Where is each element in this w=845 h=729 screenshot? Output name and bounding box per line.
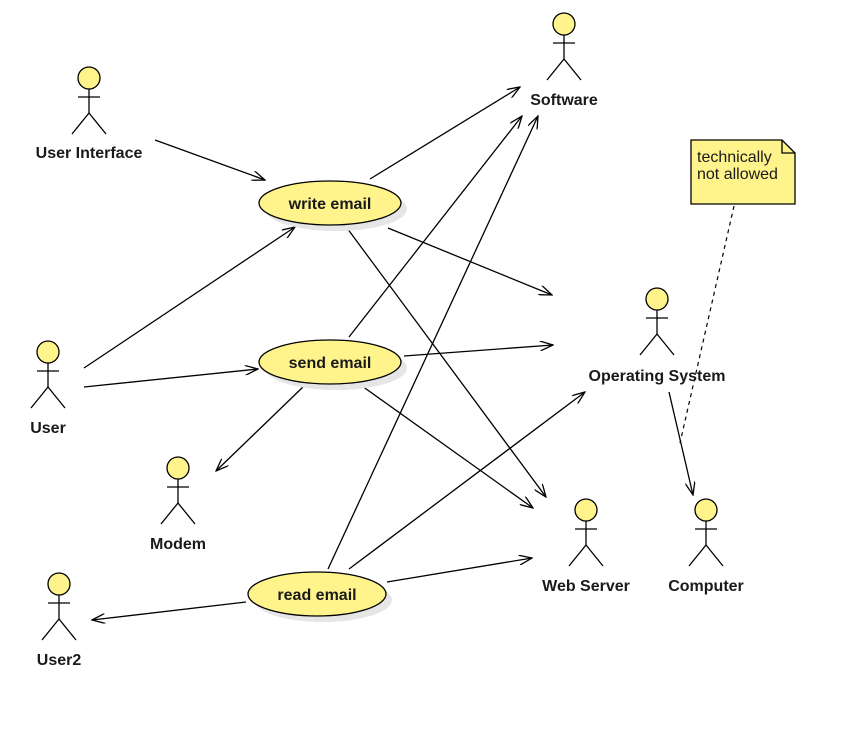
note-line-1: technically — [697, 149, 772, 166]
use-case-label: read email — [277, 587, 356, 604]
association-send-email-modem — [216, 385, 305, 471]
actor-head — [574, 498, 598, 522]
actor-user[interactable]: User — [30, 340, 66, 437]
actor-head — [36, 340, 60, 364]
actor-legs — [688, 543, 724, 567]
actor-legs — [160, 501, 196, 525]
actor-head — [47, 572, 71, 596]
actor-software[interactable]: Software — [530, 12, 598, 109]
use-case-write-email[interactable]: write email — [258, 180, 407, 231]
note-fold — [781, 140, 795, 154]
actor-modem[interactable]: Modem — [150, 456, 206, 553]
association-send-email-web-server — [361, 385, 533, 508]
use-case-read-email[interactable]: read email — [247, 571, 392, 622]
actor-legs — [546, 57, 582, 81]
association-user-send-email — [83, 369, 258, 388]
association-read-email-user2 — [92, 601, 247, 620]
association-read-email-software — [327, 116, 538, 570]
actor-label: User Interface — [36, 145, 143, 162]
use-case-send-email[interactable]: send email — [258, 339, 407, 390]
use-case-ellipse — [258, 180, 402, 226]
associations — [83, 87, 693, 620]
association-read-email-web-server — [386, 558, 532, 583]
actor-legs — [639, 332, 675, 356]
association-read-email-operating-system — [348, 392, 585, 570]
actor-label: User — [30, 420, 66, 437]
association-operating-system-computer — [668, 391, 693, 495]
use-case-label: write email — [288, 196, 372, 213]
actor-computer[interactable]: Computer — [668, 498, 744, 595]
actor-operating-system[interactable]: Operating System — [589, 287, 726, 385]
use-case-label: send email — [289, 355, 372, 372]
actor-label: Operating System — [589, 368, 726, 385]
association-write-email-web-server — [346, 227, 546, 497]
association-user-interface-write-email — [154, 139, 265, 180]
actor-label: Web Server — [542, 578, 630, 595]
use-case-ellipse — [247, 571, 387, 617]
use-case-ellipse — [258, 339, 402, 385]
actor-label: Software — [530, 92, 598, 109]
actor-head — [77, 66, 101, 90]
note-line-2: not allowed — [697, 166, 778, 183]
actor-label: User2 — [37, 652, 82, 669]
note[interactable]: technically not allowed — [690, 139, 796, 205]
association-send-email-operating-system — [403, 345, 553, 357]
actor-head — [645, 287, 669, 311]
actor-user2[interactable]: User2 — [37, 572, 82, 669]
association-write-email-software — [369, 87, 520, 180]
actor-legs — [41, 617, 77, 641]
actor-label: Modem — [150, 536, 206, 553]
association-send-email-software — [348, 116, 522, 338]
note-body — [690, 139, 796, 205]
actor-legs — [568, 543, 604, 567]
actor-web-server[interactable]: Web Server — [542, 498, 630, 595]
actor-head — [166, 456, 190, 480]
actor-head — [694, 498, 718, 522]
actor-legs — [30, 385, 66, 409]
actor-label: Computer — [668, 578, 744, 595]
actor-legs — [71, 111, 107, 135]
actor-head — [552, 12, 576, 36]
actor-user-interface[interactable]: User Interface — [36, 66, 143, 162]
association-user-write-email — [83, 227, 295, 369]
note-anchor-line — [679, 205, 735, 444]
